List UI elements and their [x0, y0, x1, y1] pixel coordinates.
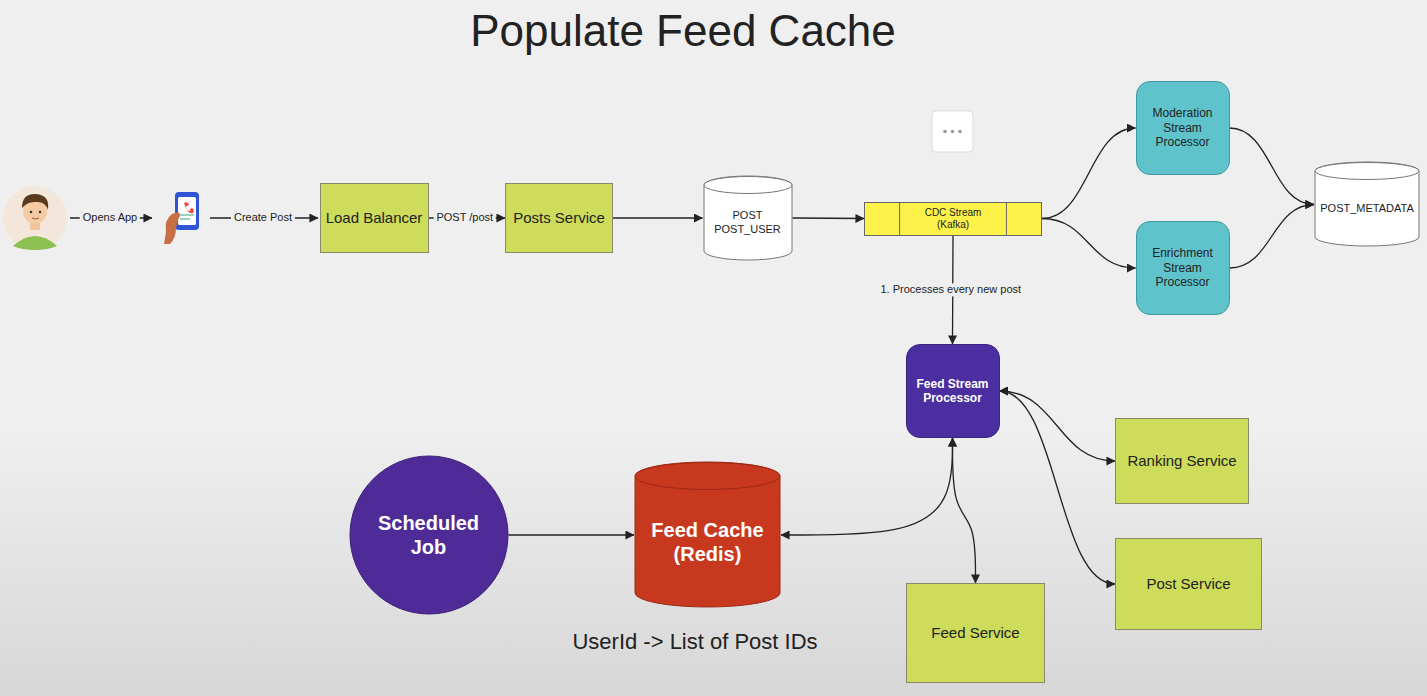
node-label: Scheduled Job — [364, 511, 494, 559]
processor-box: Feed Stream Processor — [906, 344, 1000, 438]
service-box: Feed Service — [906, 583, 1045, 683]
connector — [793, 217, 865, 219]
node-label: Feed Stream Processor — [912, 377, 994, 406]
circle-outline — [350, 456, 508, 614]
service-box: Ranking Service — [1115, 418, 1249, 504]
database-cylinder: POST_METADATA — [1314, 162, 1420, 247]
phone-icon — [164, 192, 199, 244]
processor-box: Enrichment Stream Processor — [1136, 221, 1230, 315]
connector — [613, 217, 703, 218]
bar-outline — [865, 202, 1042, 235]
annotation-label: Opens App — [80, 211, 140, 224]
node-label: Ranking Service — [1127, 452, 1236, 470]
node-label: Enrichment Stream Processor — [1142, 246, 1224, 289]
connector — [1230, 128, 1315, 205]
more-button — [932, 111, 973, 152]
node-label: Post Service — [1146, 575, 1230, 593]
connector — [1042, 128, 1136, 219]
connector — [509, 534, 635, 535]
node-label: Load Balancer — [326, 209, 423, 227]
annotation-label: UserId -> List of Post IDs — [572, 629, 817, 655]
diagram-title: Populate Feed Cache — [470, 5, 896, 58]
service-box: Post Service — [1115, 538, 1262, 630]
cylinder-top — [635, 463, 780, 490]
connector — [1230, 205, 1315, 269]
node-label: Feed Cache (Redis) — [645, 518, 770, 566]
service-box: Posts Service — [505, 183, 613, 253]
connector — [1042, 219, 1136, 269]
node-label: Posts Service — [513, 209, 605, 227]
bar-divider — [1006, 202, 1007, 236]
cylinder-body — [635, 462, 780, 607]
person-icon — [3, 186, 67, 250]
edge-label: POST /post — [433, 211, 496, 224]
database-cylinder: POST POST_USER — [703, 176, 793, 261]
stream-bar: CDC Stream (Kafka) — [864, 202, 1042, 236]
annotation-label: Create Post — [231, 211, 295, 224]
service-box: Load Balancer — [320, 183, 429, 253]
cylinder-body — [704, 176, 792, 260]
processor-box: Moderation Stream Processor — [1136, 81, 1230, 175]
job-circle: Scheduled Job — [349, 455, 509, 615]
cache-cylinder: Feed Cache (Redis) — [634, 462, 781, 608]
bar-divider — [899, 202, 900, 236]
node-label: POST_METADATA — [1320, 202, 1414, 215]
node-label: POST POST_USER — [709, 209, 787, 235]
cylinder-top — [704, 176, 792, 193]
node-label: Feed Service — [931, 624, 1019, 642]
connector — [1000, 391, 1116, 461]
node-label: CDC Stream (Kafka) — [922, 207, 984, 231]
cylinder-top — [1315, 163, 1419, 180]
edge-label: 1. Processes every new post — [877, 283, 1024, 296]
job-circle-outline — [349, 455, 509, 615]
cylinder-body — [1315, 162, 1419, 246]
connector — [1000, 391, 1116, 584]
connector — [953, 438, 976, 583]
connector — [781, 438, 953, 535]
node-label: Moderation Stream Processor — [1142, 106, 1224, 149]
